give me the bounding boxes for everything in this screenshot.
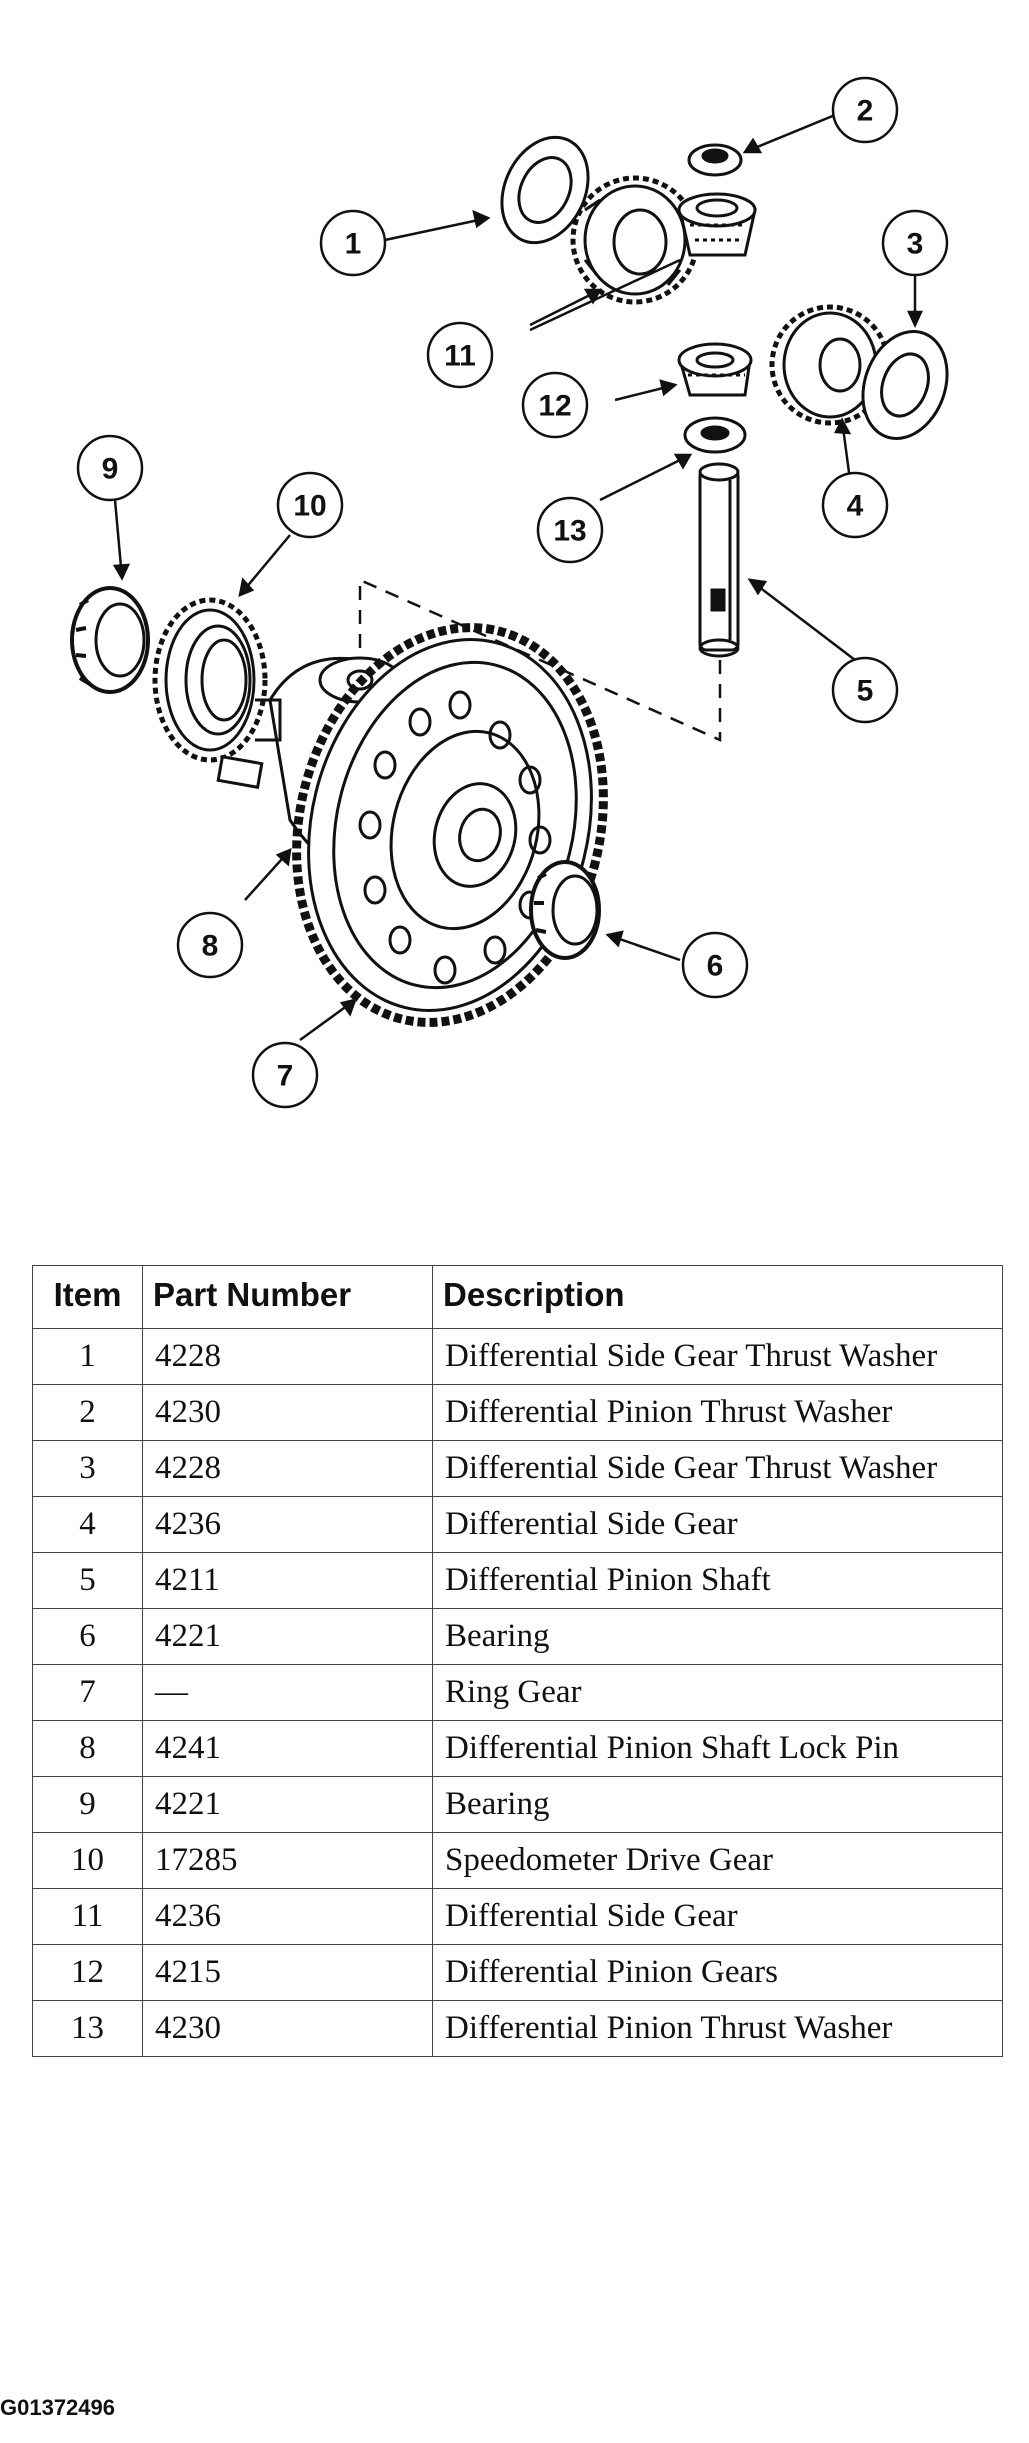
callout-circles [76,76,949,1109]
callout-3: 3 [907,228,924,261]
table-row: 10 17285 Speedometer Drive Gear [32,1832,1003,1889]
cell-part-number: — [142,1664,433,1721]
callout-2: 2 [857,95,874,128]
table-row: 4 4236 Differential Side Gear [32,1496,1003,1553]
table-row: 9 4221 Bearing [32,1776,1003,1833]
cell-description: Differential Pinion Shaft [432,1552,1003,1609]
cell-item: 10 [32,1832,143,1889]
pinion-shaft-5 [698,462,740,658]
cell-part-number: 4230 [142,2000,433,2057]
cell-part-number: 4228 [142,1328,433,1385]
table-row: 5 4211 Differential Pinion Shaft [32,1552,1003,1609]
thrust-washer-1 [500,135,590,245]
callout-10: 10 [293,490,326,523]
cell-part-number: 4211 [142,1552,433,1609]
cell-description: Bearing [432,1776,1003,1833]
cell-item: 11 [32,1888,143,1945]
thrust-washer-3 [861,330,949,440]
bearing-9 [70,586,150,694]
cell-part-number: 4215 [142,1944,433,2001]
table-row: 7 — Ring Gear [32,1664,1003,1721]
callout-1: 1 [345,228,362,261]
table-row: 12 4215 Differential Pinion Gears [32,1944,1003,2001]
pinion-washer-2 [687,143,743,177]
callout-6: 6 [707,950,724,983]
cell-description: Differential Pinion Shaft Lock Pin [432,1720,1003,1777]
header-part-number: Part Number [142,1265,433,1329]
callout-11: 11 [444,340,476,373]
callout-13: 13 [553,515,586,548]
parts-table: Item Part Number Description 1 4228 Diff… [32,1265,1003,2057]
cell-item: 12 [32,1944,143,2001]
cell-part-number: 4236 [142,1888,433,1945]
callout-5: 5 [857,675,874,708]
table-row: 13 4230 Differential Pinion Thrust Washe… [32,2000,1003,2057]
cell-part-number: 4230 [142,1384,433,1441]
cell-item: 2 [32,1384,143,1441]
cell-part-number: 4228 [142,1440,433,1497]
callout-7: 7 [277,1060,294,1093]
cell-description: Differential Pinion Thrust Washer [432,2000,1003,2057]
cell-description: Differential Side Gear Thrust Washer [432,1440,1003,1497]
cell-description: Differential Pinion Gears [432,1944,1003,2001]
header-item: Item [32,1265,143,1329]
cell-part-number: 4241 [142,1720,433,1777]
cell-item: 3 [32,1440,143,1497]
callout-12: 12 [538,390,571,423]
speedometer-gear-10 [152,597,268,763]
table-row: 11 4236 Differential Side Gear [32,1888,1003,1945]
cell-item: 6 [32,1608,143,1665]
cell-description: Speedometer Drive Gear [432,1832,1003,1889]
cell-part-number: 4221 [142,1608,433,1665]
pinion-gear-12-upper [677,192,757,257]
assembly-guide-line [358,578,722,742]
header-description: Description [432,1265,1003,1329]
cell-description: Bearing [432,1608,1003,1665]
cell-description: Differential Side Gear Thrust Washer [432,1328,1003,1385]
cell-part-number: 4221 [142,1776,433,1833]
cell-item: 7 [32,1664,143,1721]
table-row: 8 4241 Differential Pinion Shaft Lock Pi… [32,1720,1003,1777]
table-header-row: Item Part Number Description [32,1265,1003,1329]
table-row: 2 4230 Differential Pinion Thrust Washer [32,1384,1003,1441]
cell-description: Ring Gear [432,1664,1003,1721]
table-row: 6 4221 Bearing [32,1608,1003,1665]
cell-item: 8 [32,1720,143,1777]
callout-9: 9 [102,453,119,486]
exploded-diagram: 1 2 3 4 5 6 7 8 9 10 11 12 13 [70,76,949,1109]
callout-4: 4 [847,490,864,523]
cell-item: 5 [32,1552,143,1609]
cell-description: Differential Side Gear [432,1496,1003,1553]
table-row: 3 4228 Differential Side Gear Thrust Was… [32,1440,1003,1497]
side-gear-11 [570,175,700,305]
cell-item: 1 [32,1328,143,1385]
pinion-gear-12-lower [677,342,753,397]
leader-lines [112,113,923,1042]
bearing-6 [529,860,601,960]
cell-item: 4 [32,1496,143,1553]
figure-id: G01372496 [0,2395,115,2420]
pinion-washer-13 [683,416,747,454]
cell-item: 9 [32,1776,143,1833]
table-row: 1 4228 Differential Side Gear Thrust Was… [32,1328,1003,1385]
cell-item: 13 [32,2000,143,2057]
cell-description: Differential Pinion Thrust Washer [432,1384,1003,1441]
cell-part-number: 4236 [142,1496,433,1553]
callout-8: 8 [202,930,219,963]
ring-gear-7 [292,623,608,1027]
cell-description: Differential Side Gear [432,1888,1003,1945]
cell-part-number: 17285 [142,1832,433,1889]
